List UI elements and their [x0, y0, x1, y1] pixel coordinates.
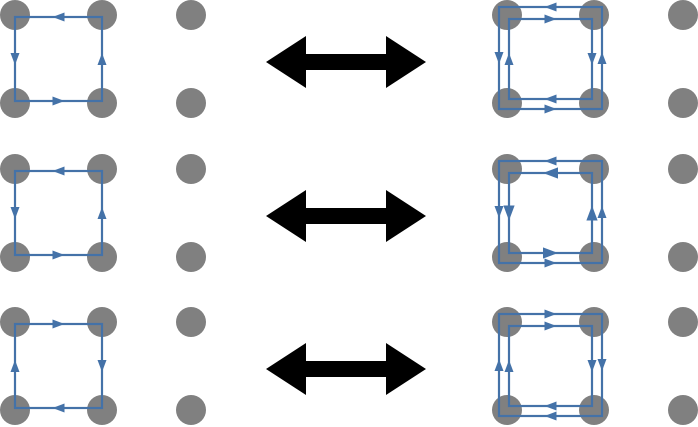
row3-left-loop-1-top-arrowhead [52, 319, 65, 329]
row2-right-dot-bottom-0 [492, 242, 522, 272]
row1-right-dot-bottom-2 [668, 88, 698, 118]
row3-left-loop-1-right-arrowhead [97, 360, 107, 372]
row1-right-dot-top-0 [492, 0, 522, 30]
row1-left-dot-top-2 [176, 0, 206, 30]
row1-right-dot-bottom-0 [492, 88, 522, 118]
row1-right-dot-top-1 [579, 0, 609, 30]
row3-right-loop-2-right-arrowhead [587, 360, 597, 372]
row1-left-loop-1-bottom-arrowhead [52, 96, 65, 106]
row1-right-loop-1-top-arrowhead [544, 2, 557, 12]
row2-left-dot-bottom-2 [176, 242, 206, 272]
row2-right-loop-2-top-arrowhead [543, 167, 558, 179]
row1-left-loop-1-right-arrowhead [97, 53, 107, 65]
row2-right-loop-1-top-arrowhead [544, 156, 557, 166]
row2-right-dot-bottom-1 [579, 242, 609, 272]
row1-left-dot-bottom-0 [0, 88, 30, 118]
row3-right-loop-1-bottom-arrowhead [544, 411, 557, 421]
row1-right-loop-2-right-arrowhead [587, 53, 597, 65]
row2-left-dot-top-1 [87, 154, 117, 184]
row3-left-loop-1-left-arrowhead [10, 360, 20, 372]
row2-left-loop-1 [13, 169, 104, 257]
row2-left-loop-1-bottom-arrowhead [52, 250, 65, 260]
row3-right-dot-top-0 [492, 307, 522, 337]
row3-left-dot-top-2 [176, 307, 206, 337]
row3-right-dot-bottom-2 [668, 395, 698, 425]
row1-right-loop-1-bottom-arrowhead [544, 104, 557, 114]
row1-left-dot-bottom-1 [87, 88, 117, 118]
row2-double-arrow [266, 190, 426, 242]
row2-left-dot-bottom-1 [87, 242, 117, 272]
row1-double-arrow [266, 36, 426, 88]
row2-right-loop-1-left-arrowhead [494, 206, 504, 218]
row1-left-loop-1-left-arrowhead [10, 53, 20, 65]
row2-right-dot-top-0 [492, 154, 522, 184]
row3-right-loop-2 [507, 324, 594, 408]
row3-left-dot-bottom-2 [176, 395, 206, 425]
row3-right-dot-bottom-0 [492, 395, 522, 425]
row2-right-loop-2-left-arrowhead [503, 205, 515, 221]
row2-right-dot-top-1 [579, 154, 609, 184]
row3-left-dot-top-1 [87, 307, 117, 337]
row1-right-dot-bottom-1 [579, 88, 609, 118]
row1-left-dot-top-1 [87, 0, 117, 30]
row3-right-dot-top-2 [668, 307, 698, 337]
row3-right-dot-bottom-1 [579, 395, 609, 425]
row2-right-dot-top-2 [668, 154, 698, 184]
row2-left-loop-1-top-arrowhead [52, 166, 65, 176]
row3-double-arrow [266, 343, 426, 395]
row2-right-dot-bottom-2 [668, 242, 698, 272]
row3-right-dot-top-1 [579, 307, 609, 337]
row3-left-dot-bottom-1 [87, 395, 117, 425]
row2-left-loop-1-left-arrowhead [10, 207, 20, 219]
row3-right-loop-1-right-arrowhead [597, 359, 607, 371]
row1-right-dot-top-2 [668, 0, 698, 30]
row3-left-dot-bottom-0 [0, 395, 30, 425]
row3-left-loop-1 [13, 322, 104, 410]
row3-right-loop-1-top-arrowhead [544, 309, 557, 319]
row3-right-loop-1-left-arrowhead [494, 359, 504, 371]
row2-right-loop-2-bottom-arrowhead [543, 247, 558, 259]
row2-left-loop-1-right-arrowhead [97, 207, 107, 219]
row1-right-loop-1-right-arrowhead [597, 52, 607, 64]
row2-right-loop-1-right-arrowhead [597, 206, 607, 218]
row1-left-dot-top-0 [0, 0, 30, 30]
row1-right-loop-1-left-arrowhead [494, 52, 504, 64]
row3-right-loop-2-top-arrowhead [544, 321, 557, 331]
row2-left-dot-top-0 [0, 154, 30, 184]
row2-right-loop-1-bottom-arrowhead [544, 258, 557, 268]
row1-right-loop-2-bottom-arrowhead [544, 94, 557, 104]
row1-left-loop-1 [13, 15, 104, 103]
row1-right-loop-2-top-arrowhead [544, 14, 557, 24]
row3-left-dot-top-0 [0, 307, 30, 337]
row2-right-loop-2-right-arrowhead [586, 205, 598, 221]
row2-left-dot-top-2 [176, 154, 206, 184]
row1-left-dot-bottom-2 [176, 88, 206, 118]
row1-right-loop-2 [507, 17, 594, 101]
row3-right-loop-2-left-arrowhead [504, 360, 514, 372]
row3-left-loop-1-bottom-arrowhead [52, 403, 65, 413]
row2-right-loop-2 [507, 171, 594, 255]
row1-left-loop-1-top-arrowhead [52, 12, 65, 22]
row3-right-loop-2-bottom-arrowhead [544, 401, 557, 411]
row1-right-loop-2-left-arrowhead [504, 53, 514, 65]
row2-left-dot-bottom-0 [0, 242, 30, 272]
